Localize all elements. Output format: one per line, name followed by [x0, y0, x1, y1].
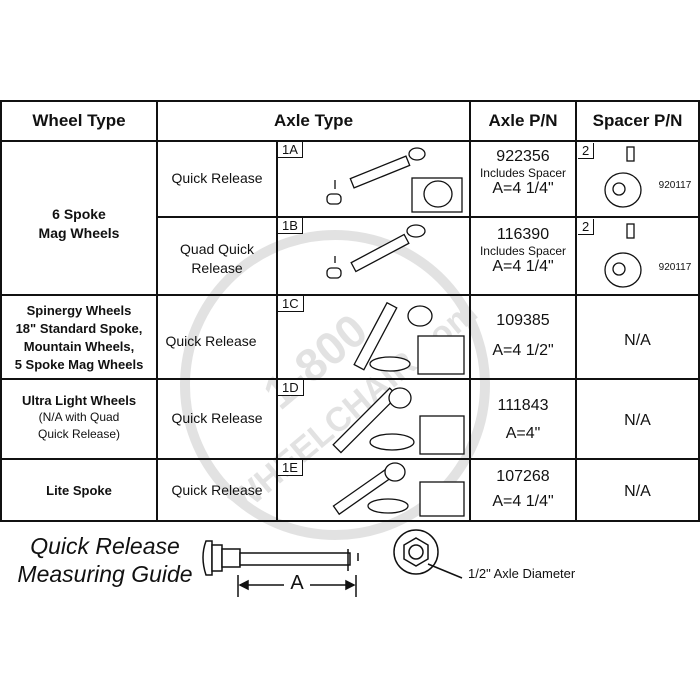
axle-pn-1e: 107268 [496, 468, 550, 485]
measuring-guide-title-line1: Quick Release [30, 533, 180, 559]
spacer-pn-1b: 920117 [658, 262, 692, 273]
spacer-pn-1a: 920117 [658, 180, 692, 191]
header-spacer-pn: Spacer P/N [575, 100, 700, 142]
axle-diameter-label: 1/2" Axle Diameter [468, 566, 576, 581]
wheel-type-spinergy-line4: 5 Spoke Mag Wheels [14, 357, 144, 372]
axle-label-1b: Quad Quick Release [156, 240, 278, 278]
header-wheel-type-label: Wheel Type [32, 111, 126, 130]
wheel-type-6spoke: 6 Spoke Mag Wheels [0, 205, 158, 243]
header-axle-type: Axle Type [156, 100, 471, 142]
measuring-guide-axle-drawing [202, 540, 359, 597]
wheel-type-6spoke-line2: Mag Wheels [38, 225, 120, 241]
header-axle-type-label: Axle Type [273, 111, 354, 130]
axle-label-1d: Quick Release [171, 410, 263, 426]
spacer-cell-1e [575, 458, 700, 522]
wheel-type-spinergy: Spinergy Wheels 18" Standard Spoke, Moun… [0, 302, 158, 374]
wheel-type-litespoke: Lite Spoke [46, 483, 112, 498]
wheel-type-6spoke-line1: 6 Spoke [52, 206, 106, 222]
wheel-type-ultralight-line1: Ultra Light Wheels [21, 393, 137, 408]
axle-pn-1b-block: 116390 Includes Spacer A=4 1/4" [469, 226, 577, 276]
spacer-pn-1c: N/A [624, 332, 651, 349]
wheel-type-spinergy-line3: Mountain Wheels, [23, 339, 135, 354]
axle-1b-drawing [326, 224, 426, 279]
dimension-label-a: A [290, 572, 304, 594]
fig-label-1b: 1B [278, 218, 303, 234]
axle-1a-drawing [326, 147, 463, 213]
axle-pn-1e-block: 107268 A=4 1/4" [469, 464, 577, 514]
spacer-fig-1a: 2 [578, 143, 595, 159]
measuring-guide-title-line2: Measuring Guide [17, 561, 193, 587]
axle-1d-drawing [332, 387, 465, 455]
axle-pn-1d: 111843 [497, 397, 549, 414]
hex-axle-diagram [393, 529, 463, 579]
axle-pn-1c: 109385 [496, 312, 550, 329]
fig-label-1e: 1E [278, 460, 303, 476]
axle-pn-1d-block: 111843 A=4" [469, 392, 577, 448]
wheel-type-ultralight-line3: Quick Release) [37, 427, 121, 441]
axle-label-1b-line1: Quad Quick [180, 241, 254, 257]
axle-a-1e: A=4 1/4" [492, 493, 554, 510]
axle-label-1a: Quick Release [171, 170, 263, 186]
axle-pn-1a: 922356 [496, 148, 550, 165]
axle-a-1a: A=4 1/4" [492, 180, 554, 197]
axle-a-1c: A=4 1/2" [492, 342, 554, 359]
axle-1e-drawing [332, 462, 465, 517]
header-axle-pn: Axle P/N [469, 100, 577, 142]
axle-pn-1a-block: 922356 Includes Spacer A=4 1/4" [469, 148, 577, 198]
wheel-type-ultralight-line2: (N/A with Quad [38, 410, 120, 424]
fig-label-1c: 1C [278, 296, 304, 312]
axle-note-1b: Includes Spacer [479, 244, 567, 258]
axle-label-1c: Quick Release [165, 333, 257, 349]
axle-a-1b: A=4 1/4" [492, 258, 554, 275]
axle-pn-1b: 116390 [496, 226, 550, 243]
wheel-type-ultralight: Ultra Light Wheels (N/A with Quad Quick … [0, 392, 158, 443]
spacer-1b-drawing [604, 223, 642, 288]
wheel-type-spinergy-line2: 18" Standard Spoke, [15, 321, 143, 336]
axle-label-1e: Quick Release [171, 482, 263, 498]
axle-a-1d: A=4" [505, 425, 541, 442]
header-spacer-pn-label: Spacer P/N [592, 111, 683, 130]
wheel-type-spinergy-line1: Spinergy Wheels [26, 303, 132, 318]
axle-1c-drawing [353, 301, 465, 375]
spacer-pn-1e: N/A [624, 483, 651, 500]
fig-label-1a: 1A [278, 142, 303, 158]
header-wheel-type: Wheel Type [0, 100, 158, 142]
spacer-fig-1b: 2 [578, 219, 595, 235]
spacer-pn-1d: N/A [624, 412, 651, 429]
axle-pn-1c-block: 109385 A=4 1/2" [469, 306, 577, 366]
axle-note-1a: Includes Spacer [479, 166, 567, 180]
axle-label-1b-line2: Release [191, 260, 243, 276]
measuring-guide-title: Quick Release Measuring Guide [10, 532, 200, 588]
spacer-1a-drawing [604, 146, 642, 208]
fig-label-1d: 1D [278, 380, 304, 396]
header-axle-pn-label: Axle P/N [488, 111, 558, 130]
